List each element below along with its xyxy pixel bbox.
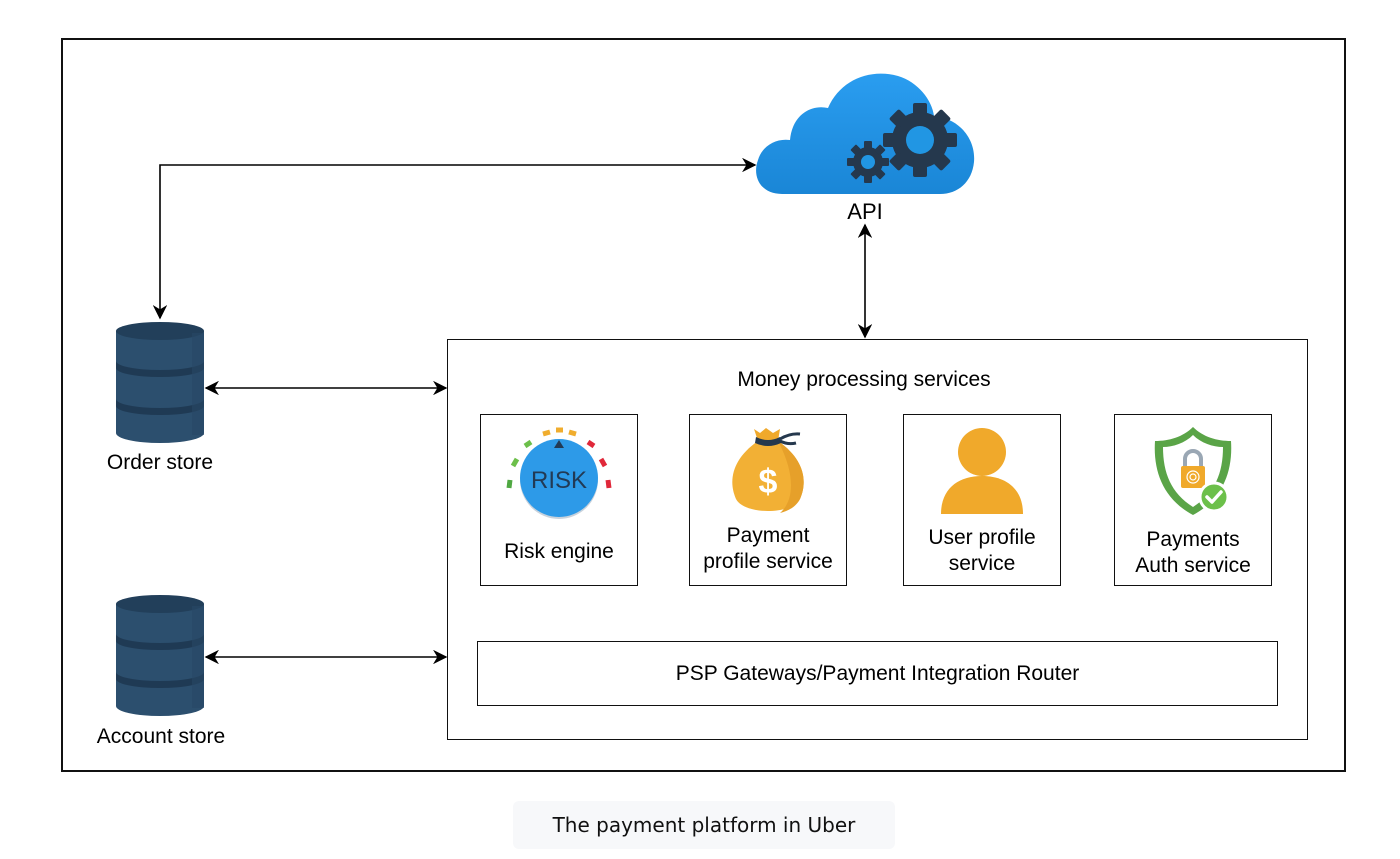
risk-icon-text: RISK (531, 467, 587, 494)
service-card-risk-engine[interactable]: RISK Risk engine (480, 414, 638, 586)
service-label: User profile service (928, 526, 1036, 575)
service-label: Risk engine (504, 540, 614, 563)
caption-text: The payment platform in Uber (552, 813, 856, 837)
services-panel-title: Money processing services (737, 368, 991, 391)
outer-frame (61, 38, 1346, 772)
psp-gateway-router[interactable]: PSP Gateways/Payment Integration Router (477, 641, 1278, 706)
api-node[interactable] (752, 68, 980, 203)
api-label: API (847, 199, 883, 224)
account-store-node[interactable] (114, 594, 206, 723)
cloud-gears-icon (756, 73, 975, 194)
shield-lock-icon (1154, 427, 1232, 515)
service-card-payment-profile[interactable]: $ Payment profile service (689, 414, 847, 586)
risk-gauge-icon: RISK (506, 427, 612, 519)
database-icon (116, 595, 204, 716)
order-store-label: Order store (106, 451, 214, 474)
database-icon (116, 322, 204, 443)
money-bag-icon: $ (732, 428, 804, 513)
figure-caption: The payment platform in Uber (513, 801, 895, 849)
user-icon (941, 428, 1023, 514)
dollar-sign: $ (759, 463, 778, 501)
service-label: Payments Auth service (1135, 528, 1251, 577)
account-store-label: Account store (96, 725, 226, 748)
router-label: PSP Gateways/Payment Integration Router (675, 661, 1080, 685)
order-store-node[interactable] (114, 321, 206, 450)
service-label: Payment profile service (703, 524, 833, 573)
money-processing-services-panel (447, 339, 1308, 740)
service-card-user-profile[interactable]: User profile service (903, 414, 1061, 586)
service-card-payments-auth[interactable]: Payments Auth service (1114, 414, 1272, 586)
arrow-order-store-api (152, 157, 757, 320)
